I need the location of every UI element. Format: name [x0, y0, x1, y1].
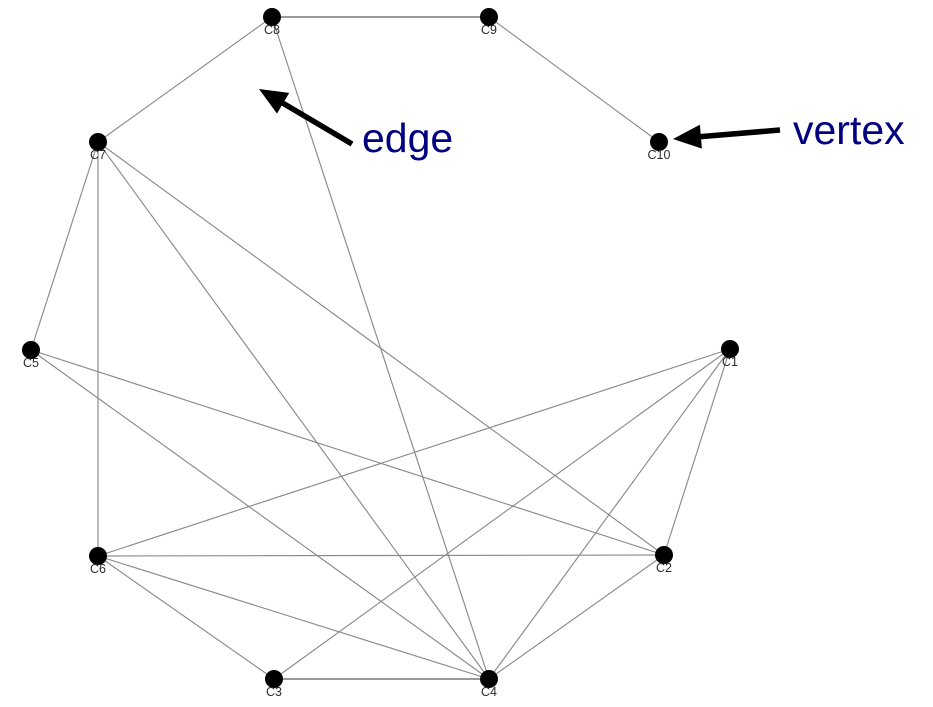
graph-edge — [97, 141, 665, 556]
annotation-arrow-vertex-head — [673, 124, 702, 149]
vertex-dot-c6[interactable] — [89, 547, 107, 565]
annotations-layer — [259, 89, 781, 149]
graph-vertex[interactable]: C4 — [480, 670, 498, 699]
vertex-dot-c4[interactable] — [480, 670, 498, 688]
graph-vertex[interactable]: C5 — [22, 341, 40, 370]
vertex-label-c3: C3 — [266, 685, 282, 699]
graph-edge — [97, 348, 731, 557]
graph-vertex[interactable]: C8 — [263, 8, 281, 37]
vertex-dot-c9[interactable] — [480, 8, 498, 26]
vertex-label-c2: C2 — [656, 561, 672, 575]
graph-vertex[interactable]: C3 — [265, 670, 283, 699]
vertex-dot-c10[interactable] — [650, 133, 668, 151]
vertex-label-c10: C10 — [648, 148, 671, 162]
graph-edge — [30, 349, 665, 556]
vertex-dot-c1[interactable] — [721, 340, 739, 358]
vertex-label-c9: C9 — [481, 23, 497, 37]
vertex-label-c5: C5 — [23, 356, 39, 370]
graph-vertex[interactable]: C2 — [655, 546, 673, 575]
vertex-label-c6: C6 — [90, 562, 106, 576]
graph-edge — [97, 555, 275, 680]
vertex-dot-c5[interactable] — [22, 341, 40, 359]
annotation-arrow-edge-head — [259, 89, 290, 114]
graph-edge — [488, 554, 665, 680]
vertex-dot-c7[interactable] — [89, 133, 107, 151]
graph-edge — [488, 348, 731, 680]
graph-edge — [488, 16, 660, 143]
vertex-label-c4: C4 — [481, 685, 497, 699]
graph-edge — [97, 555, 490, 680]
vertex-dot-c2[interactable] — [655, 546, 673, 564]
vertex-dot-c3[interactable] — [265, 670, 283, 688]
graph-vertex[interactable]: C6 — [89, 547, 107, 576]
graph-edge — [97, 141, 490, 680]
vertex-dot-c8[interactable] — [263, 8, 281, 26]
graph-vertex[interactable]: C7 — [89, 133, 107, 162]
graph-vertex[interactable]: C9 — [480, 8, 498, 37]
vertex-label-c8: C8 — [264, 23, 280, 37]
annotation-label-edge: edge — [362, 115, 454, 161]
graph-vertex[interactable]: C1 — [721, 340, 739, 369]
graph-edge — [97, 554, 665, 557]
graph-edge — [97, 16, 273, 143]
graph-edge — [663, 348, 731, 556]
edges-layer — [30, 15, 731, 681]
graph-vertex[interactable]: C10 — [648, 133, 671, 162]
vertex-label-c1: C1 — [722, 355, 738, 369]
annotation-arrow-edge-shaft — [276, 97, 354, 147]
graph-edge — [273, 348, 731, 680]
graph-edge — [30, 349, 490, 680]
vertex-label-c7: C7 — [90, 148, 106, 162]
annotation-label-vertex: vertex — [793, 107, 905, 153]
annotation-arrow-vertex-shaft — [694, 127, 781, 140]
graph-edge — [30, 141, 99, 351]
